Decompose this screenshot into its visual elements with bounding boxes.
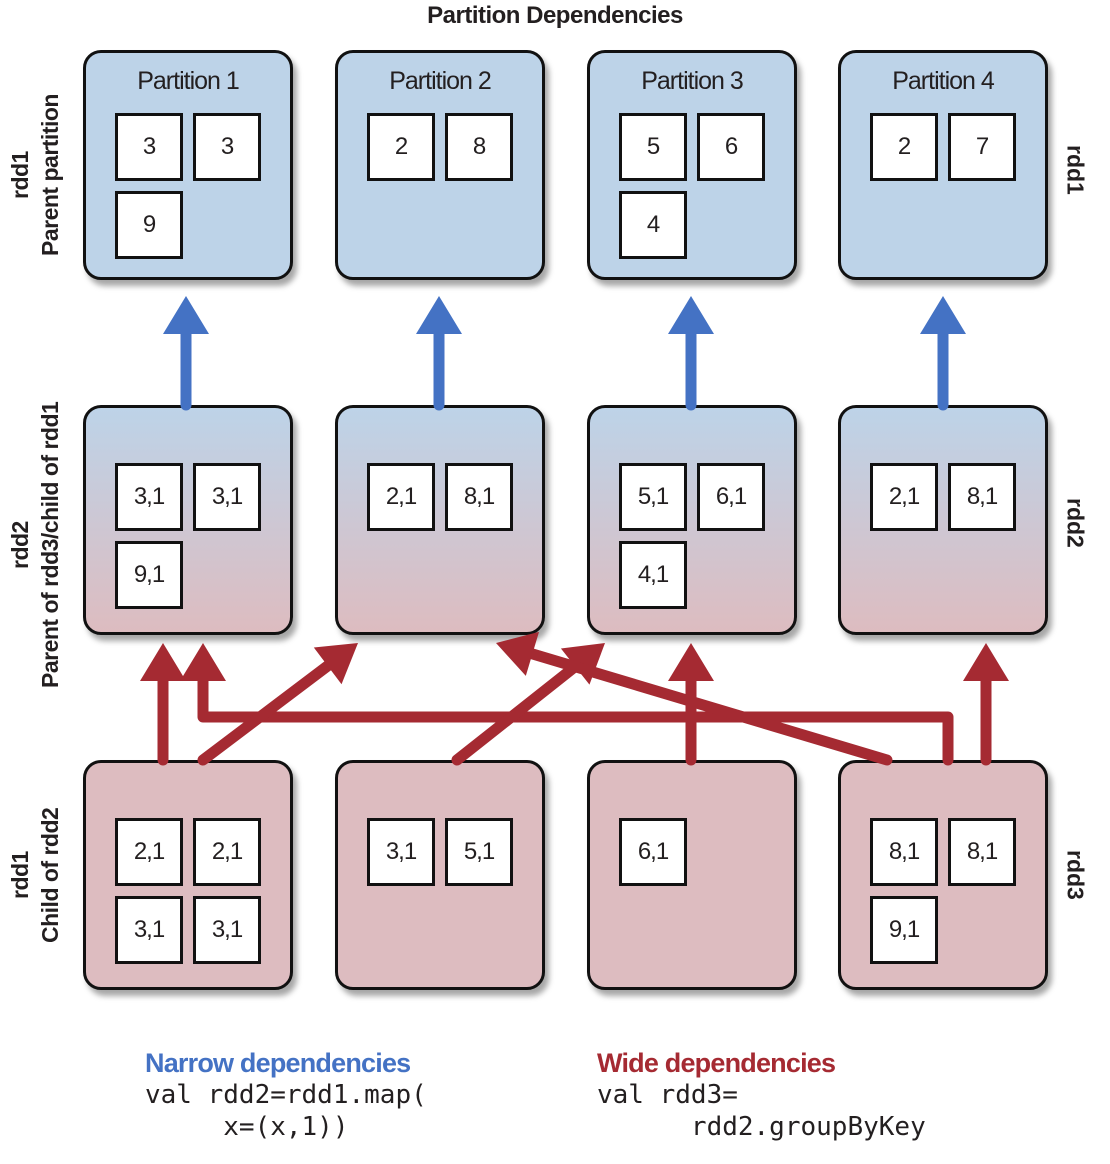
record-cell: 2,1 <box>367 463 435 531</box>
record-cell: 4,1 <box>619 541 687 609</box>
wide-arrow-p1-to-p2-shaft <box>197 655 340 766</box>
record-cell: 7 <box>948 113 1016 181</box>
record-cell: 3,1 <box>193 463 261 531</box>
record-cell: 9 <box>115 191 183 259</box>
narrow-arrow-1-arrowhead-icon <box>163 296 209 334</box>
wide-arrow-p4-to-p1-arrowhead-icon <box>180 643 226 681</box>
legend-wide-heading: Wide dependencies <box>597 1048 836 1078</box>
record-cell: 2,1 <box>115 818 183 886</box>
record-cell: 2,1 <box>870 463 938 531</box>
record-cell: 8,1 <box>445 463 513 531</box>
record-cell: 8 <box>445 113 513 181</box>
record-cell: 5 <box>619 113 687 181</box>
record-cell: 3,1 <box>115 896 183 964</box>
legend-wide-code: val rdd3= rdd2.groupByKey <box>597 1080 926 1142</box>
record-cell: 9,1 <box>870 896 938 964</box>
record-cell: 3,1 <box>193 896 261 964</box>
record-cell: 8,1 <box>948 818 1016 886</box>
wide-arrow-p2-to-p3-shaft <box>451 656 587 766</box>
record-cell: 3,1 <box>115 463 183 531</box>
wide-arrow-p4-to-p4-arrowhead-icon <box>963 643 1009 681</box>
record-cell: 2 <box>367 113 435 181</box>
record-cell: 8,1 <box>948 463 1016 531</box>
wide-arrow-p1-to-p1-arrowhead-icon <box>140 643 186 681</box>
legend-wide: Wide dependencies val rdd3= rdd2.groupBy… <box>597 1048 926 1143</box>
wide-arrow-p3-to-p3-arrowhead-icon <box>668 643 714 681</box>
record-cell: 3 <box>193 113 261 181</box>
record-cell: 6 <box>697 113 765 181</box>
narrow-arrow-4-arrowhead-icon <box>920 296 966 334</box>
partition-title: Partition 2 <box>389 67 492 95</box>
row-label-right-rdd2: rdd2 <box>1062 497 1089 548</box>
wide-arrow-p4-to-p2-shaft <box>519 646 893 766</box>
record-cell: 6,1 <box>697 463 765 531</box>
row-label-right-rdd3: rdd3 <box>1062 850 1089 900</box>
narrow-arrow-2-arrowhead-icon <box>416 296 462 334</box>
record-cell: 3 <box>115 113 183 181</box>
wide-arrow-p4-to-p2-arrowhead-icon <box>496 631 539 676</box>
partition-title: Partition 4 <box>892 67 995 95</box>
record-cell: 2,1 <box>193 818 261 886</box>
record-cell: 9,1 <box>115 541 183 609</box>
legend-narrow-heading: Narrow dependencies <box>145 1048 411 1078</box>
legend-narrow: Narrow dependencies val rdd2=rdd1.map( x… <box>145 1048 427 1143</box>
record-cell: 8,1 <box>870 818 938 886</box>
record-cell: 6,1 <box>619 818 687 886</box>
record-cell: 2 <box>870 113 938 181</box>
partition-title: Partition 3 <box>641 67 744 95</box>
partition-title: Partition 1 <box>137 67 240 95</box>
row-label-right-rdd1: rdd1 <box>1062 145 1089 195</box>
wide-arrow-p4-to-p1-shaft <box>197 667 954 766</box>
wide-arrow-p1-to-p2-arrowhead-icon <box>313 643 358 685</box>
record-cell: 5,1 <box>619 463 687 531</box>
diagram-title: Partition Dependencies <box>427 2 683 29</box>
narrow-arrow-3-arrowhead-icon <box>668 296 714 334</box>
record-cell: 5,1 <box>445 818 513 886</box>
legend-narrow-code: val rdd2=rdd1.map( x=(x,1)) <box>145 1080 427 1142</box>
record-cell: 3,1 <box>367 818 435 886</box>
record-cell: 4 <box>619 191 687 259</box>
